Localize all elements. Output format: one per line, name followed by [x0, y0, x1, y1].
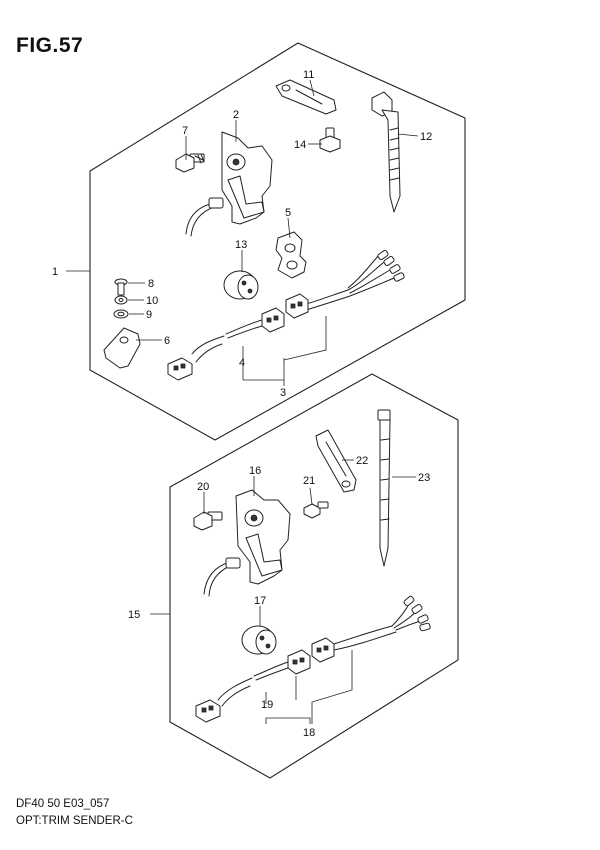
upper-group-frame [89, 42, 466, 441]
callout-6: 6 [164, 335, 170, 347]
plate-6 [103, 327, 141, 369]
trim-sender-bracket [185, 131, 273, 237]
callout-2: 2 [233, 109, 239, 121]
callout-13: 13 [235, 239, 247, 251]
model-code: DF40 50 E03_057 [16, 798, 110, 810]
lead-wire-4 [167, 307, 285, 381]
clamp-plate-22 [315, 429, 357, 493]
wire-harness-18 [311, 595, 431, 663]
bolt-20 [193, 511, 223, 531]
figure-title: FIG.57 [16, 34, 84, 57]
leader-lines [66, 79, 419, 724]
callout-3: 3 [280, 387, 286, 399]
cable-tie-12 [371, 91, 401, 213]
lead-wire-19 [195, 649, 311, 723]
wire-harness-3 [285, 249, 405, 319]
callout-14: 14 [294, 139, 306, 151]
bolt-7 [175, 153, 205, 173]
washer-10 [114, 295, 128, 305]
clamp-plate-11 [275, 79, 337, 115]
bolt-14 [319, 127, 341, 153]
callout-8: 8 [148, 278, 154, 290]
callout-20: 20 [197, 481, 209, 493]
callout-18: 18 [303, 727, 315, 739]
callout-5: 5 [285, 207, 291, 219]
washer-9 [113, 309, 129, 319]
callout-labels: 1 2 3 4 5 6 7 8 9 10 11 12 13 14 15 16 1… [52, 69, 432, 739]
callout-1: 1 [52, 266, 58, 278]
diagram-name: OPT:TRIM SENDER-C [16, 815, 133, 827]
trim-sender-bracket-lower [203, 489, 291, 597]
callout-11: 11 [303, 69, 314, 81]
callout-23: 23 [418, 472, 430, 484]
grommet-13 [223, 270, 259, 300]
screw-8 [114, 278, 128, 296]
callout-17: 17 [254, 595, 266, 607]
lower-group-frame [169, 373, 459, 779]
callout-16: 16 [249, 465, 261, 477]
screw-21 [303, 501, 329, 519]
callout-21: 21 [303, 475, 315, 487]
callout-4: 4 [239, 357, 245, 369]
callout-9: 9 [146, 309, 152, 321]
callout-7: 7 [182, 125, 188, 137]
grommet-17 [241, 625, 277, 655]
callout-10: 10 [146, 295, 158, 307]
clip-5 [275, 231, 307, 279]
callout-15: 15 [128, 609, 140, 621]
callout-22: 22 [356, 455, 368, 467]
callout-19: 19 [261, 699, 273, 711]
callout-12: 12 [420, 131, 432, 143]
cable-tie-23 [377, 409, 391, 567]
